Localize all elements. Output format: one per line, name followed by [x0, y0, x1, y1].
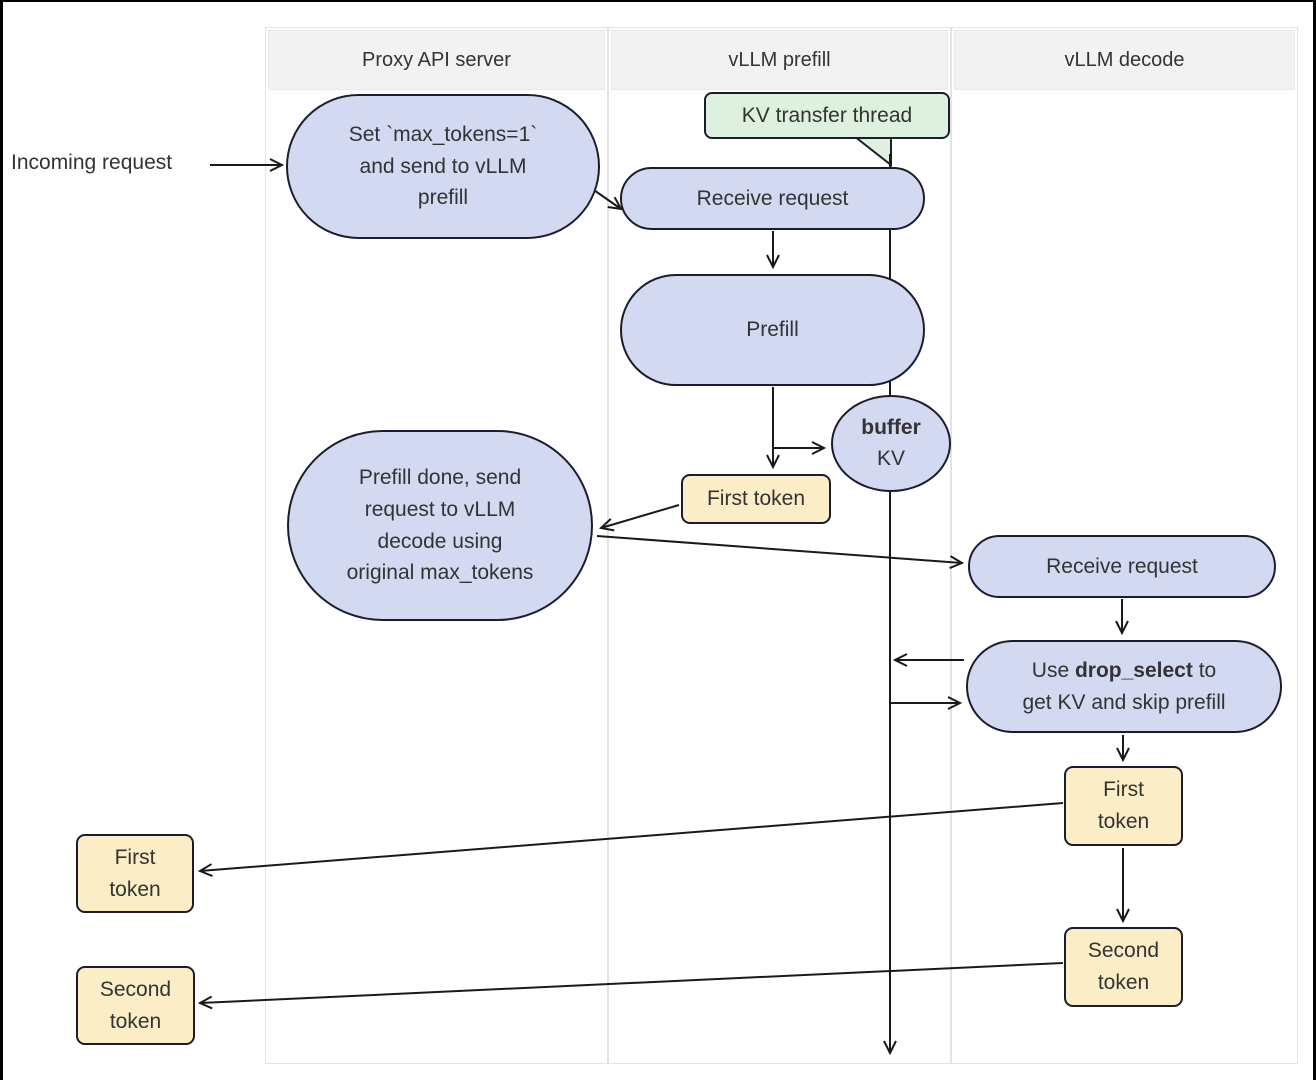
- node-text-line: request to vLLM: [364, 497, 516, 521]
- lane-header-proxy-api-server: Proxy API server: [268, 30, 605, 90]
- arrow-first-token-to-prefill-done: [598, 504, 680, 532]
- node-text-line: Second: [99, 977, 172, 1001]
- prefill-done-node: Prefill done, send request to vLLM decod…: [287, 430, 593, 621]
- node-text-line: Prefill: [746, 318, 799, 342]
- drop-select-bold: drop_select: [1074, 658, 1193, 682]
- lane-title: Proxy API server: [362, 48, 511, 71]
- node-text-line: token: [109, 877, 161, 901]
- first-token-prefill-node: First token: [681, 474, 831, 524]
- drop-select-post: to: [1192, 658, 1217, 682]
- drop-select-pre: Use: [1031, 658, 1075, 682]
- lane-header-vllm-decode: vLLM decode: [954, 30, 1295, 90]
- node-text-line: First token: [706, 487, 806, 511]
- kv-thread-tail: [851, 135, 892, 168]
- node-text-line: original max_tokens: [346, 561, 534, 585]
- node-text-line: First: [1103, 778, 1144, 802]
- kv-transfer-thread-node: KV transfer thread: [704, 92, 950, 139]
- lane-title: vLLM decode: [1064, 48, 1185, 71]
- node-text-line: get KV and skip prefill: [1022, 690, 1226, 714]
- incoming-request-label: Incoming request: [11, 151, 173, 174]
- buffer-kv-node: buffer KV: [831, 395, 951, 492]
- node-text-line: token: [1097, 971, 1150, 994]
- first-token-decode-node: First token: [1064, 766, 1183, 846]
- node-text-line: Set `max_tokens=1`: [348, 122, 538, 146]
- receive-request-prefill-node: Receive request: [620, 167, 925, 230]
- node-text-line: token: [1097, 810, 1150, 833]
- lane-title: vLLM prefill: [728, 48, 831, 71]
- set-max-tokens-node: Set `max_tokens=1` and send to vLLM pref…: [286, 94, 600, 239]
- lane-header-vllm-prefill: vLLM prefill: [611, 30, 948, 90]
- prefill-node: Prefill: [620, 274, 925, 386]
- node-text-line: and send to vLLM: [359, 154, 527, 178]
- arrow-set-max-tokens-to-receive-prefill: [590, 187, 623, 211]
- node-text-line: token: [109, 1009, 162, 1033]
- receive-request-decode-node: Receive request: [968, 535, 1276, 598]
- node-text-line: Receive request: [696, 186, 849, 210]
- node-text-line: prefill: [417, 186, 469, 210]
- node-text-line: decode using: [377, 529, 503, 553]
- node-text-line: buffer: [861, 416, 921, 440]
- arrow-prefill-done-to-receive-decode: [596, 535, 965, 570]
- node-text-line: KV: [876, 446, 905, 470]
- node-text-line: Receive request: [1046, 554, 1198, 578]
- arrow-first-token-decode-to-proxy: [197, 802, 1064, 877]
- node-text-line: KV transfer thread: [741, 103, 913, 127]
- second-token-proxy-node: Second token: [76, 966, 195, 1045]
- use-drop-select-node: Use drop_select to get KV and skip prefi…: [966, 640, 1282, 733]
- first-token-proxy-node: First token: [76, 834, 194, 913]
- arrow-second-token-decode-to-proxy: [197, 962, 1064, 1010]
- node-text-line: Second: [1087, 939, 1160, 963]
- node-text-line: First: [114, 845, 156, 869]
- node-text-line: Use drop_select to: [1032, 655, 1216, 687]
- node-text-line: Prefill done, send: [358, 465, 522, 489]
- second-token-decode-node: Second token: [1064, 927, 1183, 1007]
